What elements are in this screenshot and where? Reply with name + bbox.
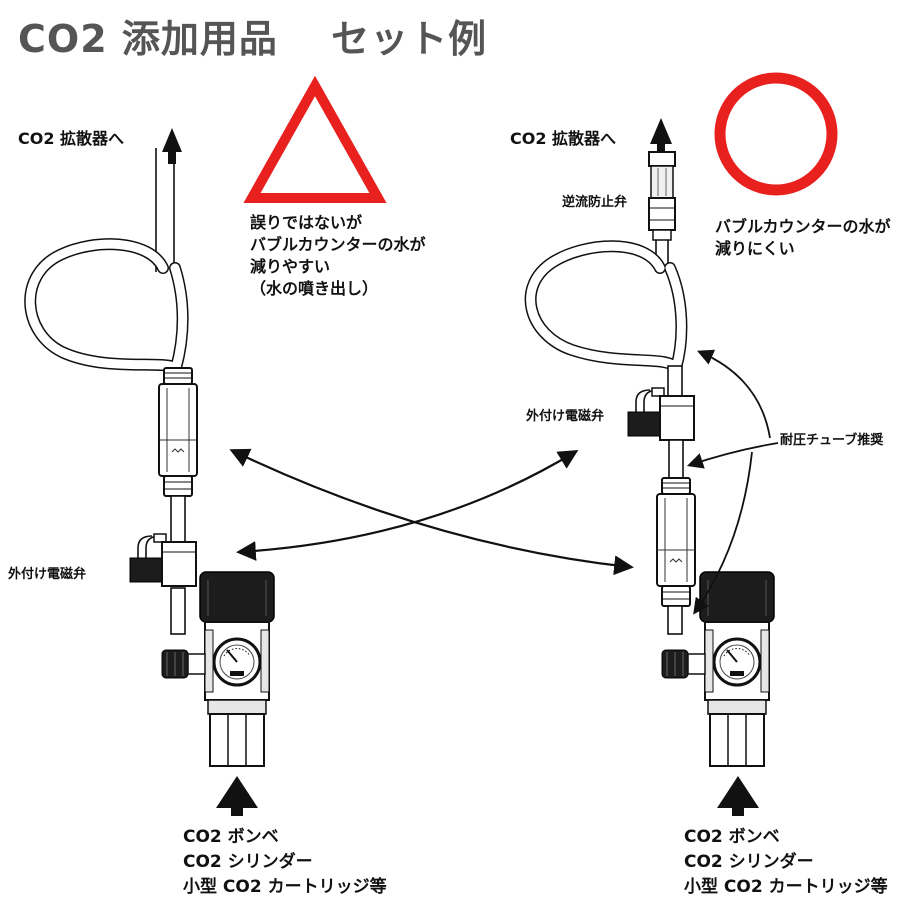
- right-source-label: CO2 ボンベ CO2 シリンダー 小型 CO2 カートリッジ等: [684, 827, 888, 897]
- left-source-label: CO2 ボンベ CO2 シリンダー 小型 CO2 カートリッジ等: [183, 827, 387, 897]
- check-valve-label: 逆流防止弁: [562, 195, 628, 210]
- ok-circle: [714, 72, 838, 196]
- left-setup: [24, 75, 387, 816]
- pressure-tube-label: 耐圧チューブ推奨: [780, 433, 884, 448]
- right-bubble-counter: [656, 477, 696, 607]
- left-bubble-counter: [158, 367, 198, 497]
- right-external-solenoid: [627, 387, 695, 441]
- left-note: 誤りではないが バブルカウンターの水が 減りやすい （水の噴き出し）: [250, 213, 426, 298]
- page-title: CO2 添加用品 セット例: [18, 17, 488, 61]
- left-diffuser-label: CO2 拡散器へ: [18, 129, 125, 148]
- cross-arrow-bubble-counters: [229, 448, 634, 576]
- left-external-solenoid: [129, 533, 197, 587]
- left-solenoid-label: 外付け電磁弁: [8, 567, 87, 582]
- check-valve: [648, 151, 676, 241]
- right-note: バブルカウンターの水が 減りにくい: [715, 217, 891, 258]
- tube-pointer-middle: [686, 442, 779, 469]
- right-arrow-from-cylinder: [717, 776, 759, 808]
- tube-pointer-upper: [697, 349, 771, 439]
- right-solenoid-label: 外付け電磁弁: [526, 409, 605, 424]
- left-arrow-from-cylinder: [216, 776, 258, 808]
- left-arrow-to-diffuser: [162, 128, 182, 152]
- cross-arrow-solenoids: [236, 449, 579, 561]
- right-diffuser-label: CO2 拡散器へ: [510, 129, 617, 148]
- left-arrow-shaft: [168, 150, 176, 164]
- tube-pointer-lower: [693, 451, 753, 615]
- right-setup: [524, 72, 838, 816]
- warning-triangle: [243, 75, 387, 203]
- right-arrow-to-diffuser: [650, 118, 672, 144]
